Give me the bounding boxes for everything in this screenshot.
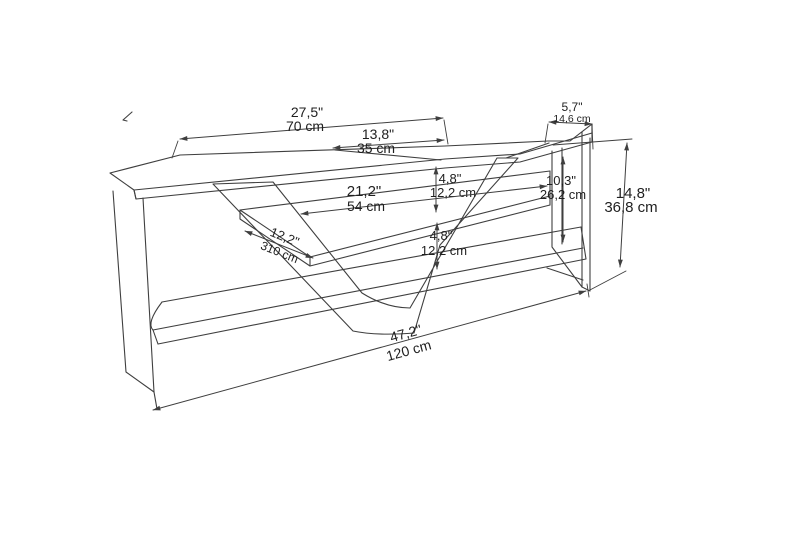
dim-right-top-edge: 5,7" 14,6 cm xyxy=(544,100,594,150)
stray-tick-mark xyxy=(122,111,133,122)
dim-upper-gap-cm: 12,2 cm xyxy=(430,185,476,200)
dim-top-corner: 13,8" 35 cm xyxy=(332,126,445,156)
dim-right-top-edge-inches: 5,7" xyxy=(562,100,583,114)
dim-overall-height-inches: 14,8" xyxy=(616,185,651,202)
dim-inner-height: 10,3" 26,2 cm xyxy=(540,156,586,243)
dim-overall-width: 47,2" 120 cm xyxy=(152,283,590,411)
right-side-panel xyxy=(546,131,591,292)
dim-shelf-span: 21,2" 54 cm xyxy=(300,183,548,216)
dim-right-top-edge-cm: 14,6 cm xyxy=(553,113,591,125)
dim-top-width: 27,5" 70 cm xyxy=(171,104,449,159)
dim-inner-height-cm: 26,2 cm xyxy=(540,187,586,202)
dim-overall-height: 14,8" 36,8 cm xyxy=(552,138,658,292)
top-corner-seam-right xyxy=(505,142,550,159)
dim-shelf-depth: 12,2" 310 cm xyxy=(244,224,314,266)
dim-shelf-span-inches: 21,2" xyxy=(347,183,382,200)
dim-overall-height-cm: 36,8 cm xyxy=(604,199,657,216)
dim-shelf-span-cm: 54 cm xyxy=(347,198,385,214)
dim-inner-height-inches: 10,3" xyxy=(546,173,576,188)
dim-top-corner-inches: 13,8" xyxy=(362,126,394,142)
left-side-panel xyxy=(112,190,158,410)
bottom-shelf xyxy=(150,226,587,345)
dim-top-width-inches: 27,5" xyxy=(291,104,323,120)
dim-lower-gap: 4,8" 12,2 cm xyxy=(421,222,467,270)
dim-top-width-cm: 70 cm xyxy=(286,118,324,134)
top-corner-seam-left xyxy=(334,149,442,161)
dim-top-corner-cm: 35 cm xyxy=(357,140,395,156)
dim-lower-gap-inches: 4,8" xyxy=(430,228,453,243)
dim-upper-gap-inches: 4,8" xyxy=(439,171,462,186)
dim-lower-gap-cm: 12,2 cm xyxy=(421,243,467,258)
